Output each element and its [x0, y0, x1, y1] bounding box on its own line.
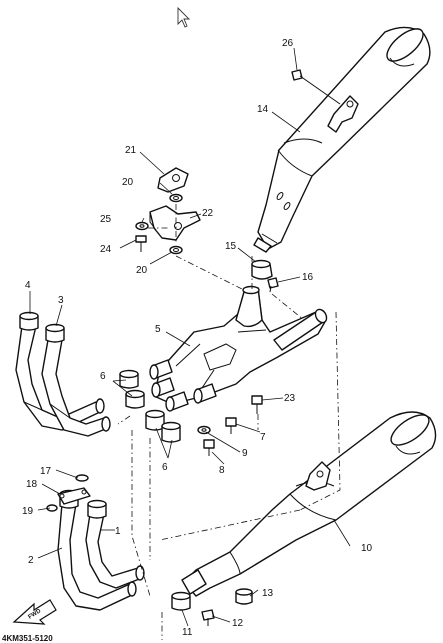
callout-11: 11	[182, 627, 193, 638]
callout-14: 14	[257, 104, 269, 115]
joint-gasket-15	[251, 259, 273, 280]
callout-20-upper: 20	[122, 177, 134, 188]
bolt-8	[203, 439, 215, 456]
callout-25: 25	[100, 214, 112, 225]
gasket-6-c	[145, 409, 165, 431]
gasket-6-b	[125, 389, 145, 409]
lower-muffler-bracket	[305, 461, 331, 491]
callout-12: 12	[232, 618, 244, 629]
exhaust-pipe-1	[85, 513, 143, 589]
pipe-3-4-outlets	[95, 398, 111, 432]
callout-5: 5	[155, 324, 161, 335]
callout-1: 1	[115, 526, 121, 537]
upper-muffler	[253, 26, 431, 253]
bolt-16	[267, 277, 279, 293]
pipe-3-flange	[45, 323, 65, 343]
stay-22	[149, 205, 201, 241]
callout-20-lower: 20	[136, 265, 148, 276]
callout-26: 26	[282, 38, 294, 49]
callout-labels: 26 14 21 20 22 25 24 20 15 16 4 3 5 6 23…	[22, 38, 373, 638]
assembly-lines	[117, 204, 341, 640]
diagram-code: 4KM351-5120	[2, 634, 53, 643]
callout-6-lower: 6	[162, 462, 168, 473]
gasket-11	[171, 591, 191, 611]
callout-22: 22	[202, 208, 214, 219]
pipe-4-flange	[19, 311, 39, 331]
chamber-inlet-2	[151, 377, 175, 398]
gasket-6-d	[161, 421, 181, 443]
callout-18: 18	[26, 479, 38, 490]
cap-13	[235, 588, 253, 605]
callout-3: 3	[58, 295, 64, 306]
pipe-1-flange	[87, 499, 107, 519]
callout-7: 7	[260, 432, 266, 443]
washer-9	[197, 425, 211, 435]
callout-21: 21	[125, 145, 137, 156]
callout-9: 9	[242, 448, 248, 459]
bolt-24	[135, 235, 147, 252]
chamber-inlet-3	[165, 391, 189, 412]
lower-muffler	[181, 411, 437, 597]
callout-23: 23	[284, 393, 296, 404]
callout-17: 17	[40, 466, 52, 477]
chamber-inlet-1	[149, 359, 173, 380]
upper-muffler-bracket	[327, 95, 359, 133]
callout-13: 13	[262, 588, 274, 599]
bolt-23	[251, 395, 263, 414]
callout-8: 8	[219, 465, 225, 476]
callout-19: 19	[22, 506, 34, 517]
callout-15: 15	[225, 241, 237, 252]
callout-10: 10	[361, 543, 373, 554]
callout-6-upper: 6	[100, 371, 106, 382]
nut-19	[46, 504, 58, 512]
chamber-inlet-4	[193, 383, 217, 404]
washer-25	[135, 221, 149, 231]
callout-24: 24	[100, 244, 112, 255]
collar-20-upper	[169, 193, 183, 203]
bracket-21	[157, 167, 189, 193]
bolt-7	[225, 417, 237, 434]
flange-plate-18	[57, 487, 91, 505]
bolt-26	[291, 69, 341, 105]
leader-lines	[29, 47, 351, 627]
callout-16: 16	[302, 272, 314, 283]
nut-17	[75, 474, 89, 482]
fwd-arrow-icon: FWD	[12, 599, 57, 625]
gasket-6-a	[119, 369, 139, 389]
exhaust-chamber	[153, 285, 328, 405]
collar-20-lower	[169, 245, 183, 255]
callout-4: 4	[25, 280, 31, 291]
bolt-12	[201, 609, 215, 626]
callout-2: 2	[28, 555, 34, 566]
cursor-arrow-icon	[177, 6, 191, 28]
